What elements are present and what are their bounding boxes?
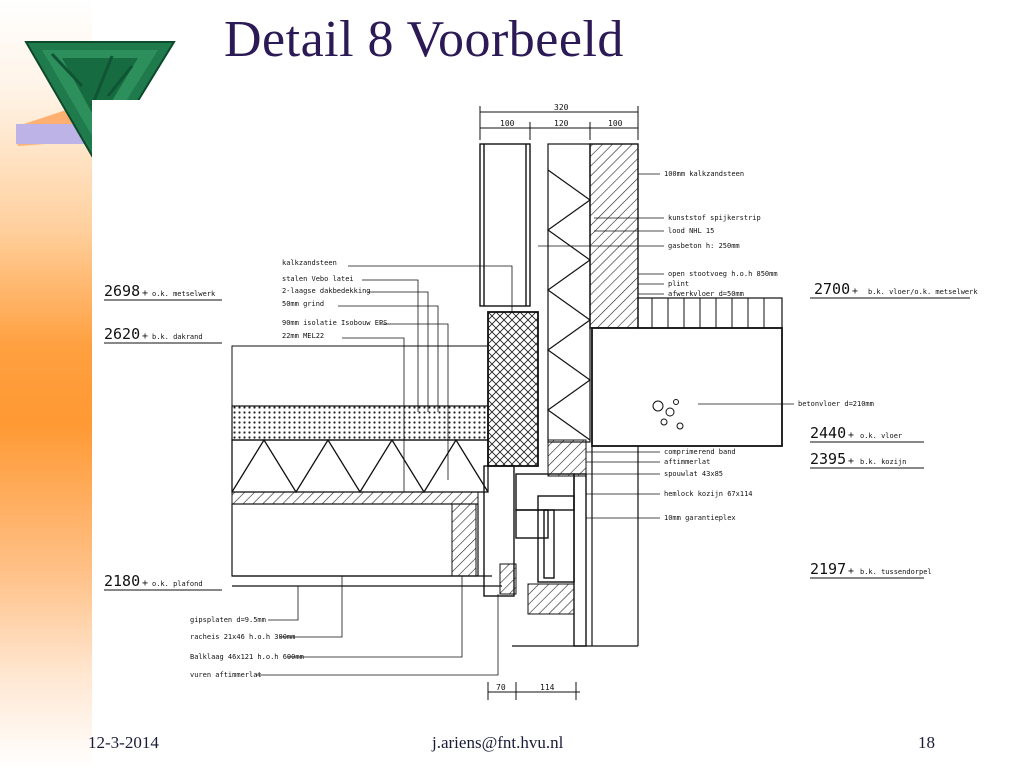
- callout-cavity-batten: spouwlat 43x85: [664, 470, 723, 478]
- left-top-callouts: kalkzandsteen stalen Vebo latei 2-laagse…: [282, 259, 387, 340]
- footer-date: 12-3-2014: [88, 733, 159, 752]
- frame-hatch-top: [547, 439, 587, 477]
- level-sign: +: [848, 566, 854, 577]
- level-value: 2620: [104, 325, 140, 343]
- slide-title: Detail 8 Voorbeeld: [224, 11, 624, 68]
- callout-nail-strip: kunststof spijkerstrip: [668, 214, 761, 222]
- level-sign: +: [142, 578, 148, 589]
- window-frame: [483, 465, 587, 647]
- callout-kalkzandsteen: kalkzandsteen: [282, 259, 337, 267]
- level-value: 2197: [810, 560, 846, 578]
- callout-compression-band: comprimerend band: [664, 448, 736, 456]
- callout-lead: lood NHL 15: [668, 227, 714, 235]
- level-mark-2620: 2620 + b.k. dakrand: [104, 325, 222, 344]
- floor-finish-ticks: [651, 298, 765, 328]
- callout-joists: Balklaag 46x121 h.o.h 600mm: [190, 653, 304, 661]
- level-mark-2395: 2395 + b.k. kozijn: [810, 450, 924, 469]
- left-top-leader-lines: [338, 265, 513, 492]
- callout-concrete-floor: betonvloer d=210mm: [798, 400, 874, 408]
- left-bottom-leader-lines: [256, 576, 499, 676]
- dim-total: 320: [554, 103, 569, 112]
- callout-plywood: 10mm garantieplex: [664, 514, 736, 522]
- roof-deck: [231, 491, 479, 505]
- level-value: 2698: [104, 282, 140, 300]
- level-mark-2700: 2700 + b.k. vloer/o.k. metselwerk: [810, 280, 978, 299]
- top-dimension-lines: [479, 106, 639, 140]
- roof-gravel-layer: [231, 405, 489, 441]
- level-mark-2197: 2197 + b.k. tussendorpel: [810, 560, 932, 579]
- level-label: o.k. metselwerk: [152, 290, 216, 298]
- right-leader-lines: [538, 173, 794, 519]
- callout-battens: racheis 21x46 h.o.h 300mm: [190, 633, 295, 641]
- concrete-floor-slab: [591, 327, 783, 447]
- level-sign: +: [142, 331, 148, 342]
- callout-aerated-concrete: gasbeton h: 250mm: [668, 242, 740, 250]
- level-value: 2395: [810, 450, 846, 468]
- level-mark-2440: 2440 + o.k. vloer: [810, 424, 924, 443]
- callout-inner-brick: 100mm kalkzandsteen: [664, 170, 744, 178]
- steel-lintel: [487, 311, 539, 467]
- upper-wall: [479, 143, 531, 307]
- level-sign: +: [142, 288, 148, 299]
- level-value: 2180: [104, 572, 140, 590]
- callout-hemlock-frame: hemlock kozijn 67x114: [664, 490, 753, 498]
- frame-hatch-bottom: [527, 583, 575, 615]
- level-label: b.k. vloer/o.k. metselwerk: [868, 288, 978, 296]
- frame-sill: [499, 563, 517, 595]
- level-value: 2700: [814, 280, 850, 298]
- footer-email: j.ariens@fnt.hvu.nl: [432, 733, 564, 752]
- callout-trim-batten: vuren aftimmerlat: [190, 671, 262, 679]
- cavity-insulation: [546, 143, 592, 443]
- dim-part3: 100: [608, 119, 623, 128]
- dim-bottom-2: 114: [540, 683, 555, 692]
- callout-screed: afwerkvloer d=50mm: [668, 290, 744, 298]
- roof-insulation: [231, 438, 489, 494]
- ceiling-finish-block: [451, 503, 477, 577]
- callout-skirting: plint: [668, 280, 689, 288]
- dim-bottom-1: 70: [496, 683, 506, 692]
- callout-lintel: stalen Vebo latei: [282, 275, 354, 283]
- right-callouts: 100mm kalkzandsteen kunststof spijkerstr…: [664, 170, 874, 522]
- dim-part1: 100: [500, 119, 515, 128]
- callout-mel22: 22mm MEL22: [282, 332, 324, 340]
- level-label: b.k. kozijn: [860, 458, 906, 466]
- rebar-circles: [652, 399, 684, 430]
- slide-number: 18: [918, 733, 935, 752]
- level-value: 2440: [810, 424, 846, 442]
- level-label: o.k. vloer: [860, 432, 902, 440]
- left-bottom-callouts: gipsplaten d=9.5mm racheis 21x46 h.o.h 3…: [190, 616, 304, 679]
- level-mark-2180: 2180 + o.k. plafond: [104, 572, 222, 591]
- bottom-dimension-lines: [487, 682, 580, 700]
- level-sign: +: [848, 430, 854, 441]
- callout-trim-strip: aftimmerlat: [664, 458, 710, 466]
- callout-plasterboard: gipsplaten d=9.5mm: [190, 616, 266, 624]
- level-label: b.k. dakrand: [152, 333, 203, 341]
- callout-insulation: 90mm isolatie Isobouw EPS: [282, 319, 387, 327]
- construction-detail-drawing: 320 100 120 100: [92, 100, 982, 712]
- level-label: o.k. plafond: [152, 580, 203, 588]
- callout-gravel: 50mm grind: [282, 300, 324, 308]
- callout-roofing: 2-laagse dakbedekking: [282, 287, 371, 295]
- level-label: b.k. tussendorpel: [860, 568, 932, 576]
- dim-part2: 120: [554, 119, 569, 128]
- roof-edge-upstand: [231, 345, 489, 407]
- floor-finish: [637, 297, 783, 329]
- outer-brick-leaf: [589, 143, 639, 329]
- level-sign: +: [848, 456, 854, 467]
- level-sign: +: [852, 286, 858, 297]
- level-mark-2698: 2698 + o.k. metselwerk: [104, 282, 222, 301]
- ceiling-zone: [231, 503, 502, 587]
- callout-open-joint: open stootvoeg h.o.h 850mm: [668, 270, 778, 278]
